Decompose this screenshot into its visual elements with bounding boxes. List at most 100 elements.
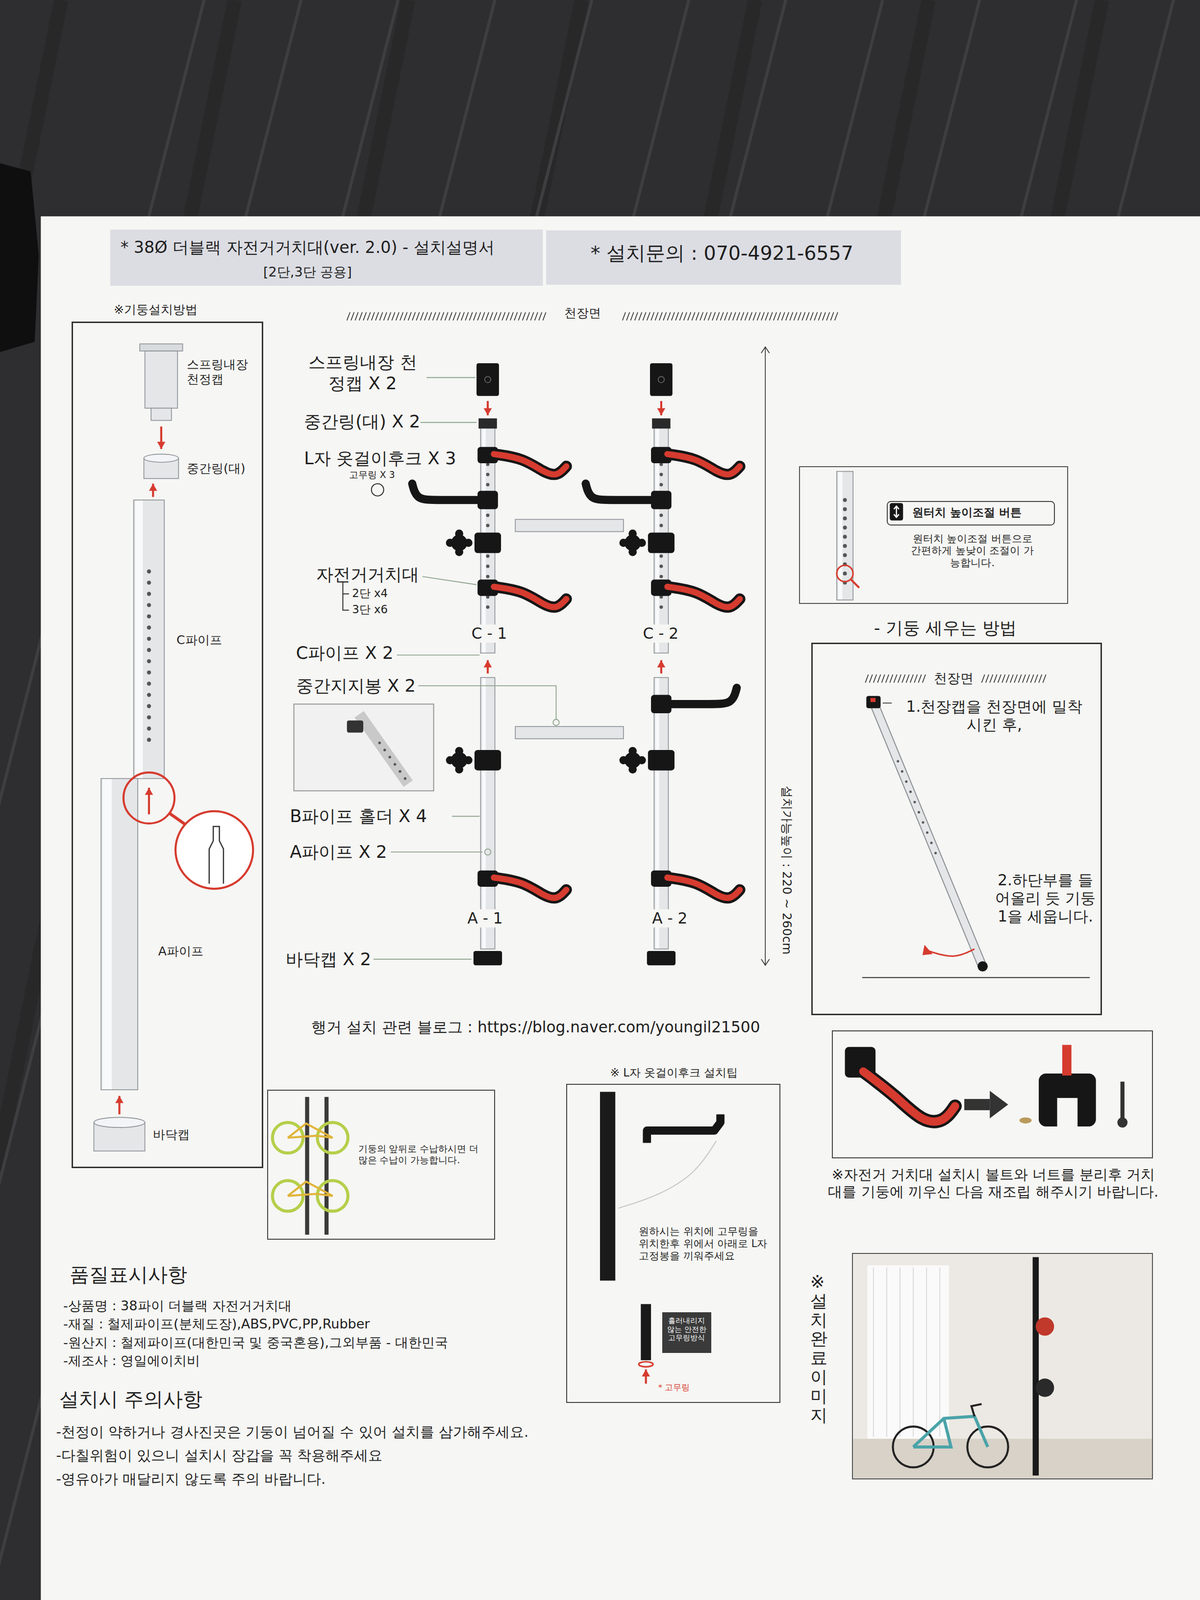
- bolt-head: [1117, 1117, 1128, 1128]
- ceiling-cap: [476, 363, 500, 397]
- pipe-code: C - 2: [642, 624, 679, 643]
- middle-ring: [478, 418, 497, 429]
- pipe-hole: [659, 472, 663, 476]
- ceiling-hatch: [489, 312, 493, 321]
- ceiling-hatch: [752, 312, 756, 321]
- ceiling-hatch: [712, 312, 716, 321]
- part-label: 자전거거치대: [316, 564, 420, 585]
- ceiling-hatch: [785, 312, 789, 321]
- pipe-hole: [147, 692, 151, 697]
- dimension-tick: [761, 347, 770, 353]
- ceiling-hatch: [498, 312, 501, 321]
- note-box: 흘러내리지 않는 안전한 고무링방식: [662, 1312, 712, 1353]
- box-heading: ※설치 완료 이미지: [810, 1272, 828, 1425]
- part-label: L자 옷걸이후크 X 3: [303, 448, 456, 469]
- ceiling-hatch: [998, 674, 1001, 683]
- section-heading: 품질표시사항: [69, 1263, 188, 1287]
- spec-line: -재질 : 철제파이프(분체도장),ABS,PVC,PP,Rubber: [63, 1316, 370, 1332]
- ceiling-hatch: [826, 312, 830, 321]
- ceiling-hatch: [1005, 674, 1009, 683]
- ceiling-hatch: [728, 312, 732, 321]
- helmet: [1035, 1317, 1054, 1336]
- bike-hook: [494, 586, 567, 608]
- floor-cap: [647, 950, 676, 966]
- part-label: 고무링 X 3: [349, 469, 396, 481]
- inset-pipe: [359, 714, 409, 784]
- photo-pole: [304, 1097, 309, 1235]
- bike-hook: [494, 877, 567, 899]
- pipe-hole: [486, 575, 490, 579]
- bike-hook: [494, 453, 567, 475]
- quantity-label: 2단 x4: [351, 586, 388, 600]
- ceiling-hatch: [510, 312, 514, 321]
- pipe-hole: [147, 602, 151, 607]
- ceiling-hatch: [534, 312, 538, 321]
- icon-arrow: [894, 514, 900, 518]
- dark-object: [0, 163, 39, 352]
- pipe-hole: [659, 575, 663, 579]
- spec-line: -상품명 : 38파이 더블랙 자전거거치대: [63, 1298, 292, 1314]
- pipe-hole: [147, 659, 151, 664]
- icon-arrow: [894, 505, 900, 509]
- spec-line: -제조사 : 영일에이치비: [63, 1352, 200, 1369]
- ceiling-hatch: [740, 312, 744, 321]
- pipe: [480, 677, 495, 950]
- pipe-hole: [934, 851, 937, 855]
- ceiling-hatch: [542, 312, 546, 321]
- ceiling-label: 천장면: [564, 305, 601, 321]
- bolt: [1120, 1081, 1125, 1121]
- ceiling-hatch: [1030, 674, 1034, 683]
- bracket: [342, 593, 349, 595]
- magnifier-handle: [169, 813, 187, 826]
- ceiling-hatch: [814, 312, 818, 321]
- contact-band: * 설치문의 : 070-4921-6557: [546, 230, 901, 285]
- dimension-line: [764, 347, 766, 966]
- rubber-ring: [638, 1361, 653, 1367]
- ceiling-hatch: [822, 312, 826, 321]
- box-text: 기둥의 앞뒤로 수납하시면 더 많은 수납이 가능합니다.: [358, 1143, 492, 1166]
- part-label: 중간링(대): [186, 461, 246, 476]
- knob-lobe: [628, 747, 637, 756]
- ceiling-hatch: [789, 312, 793, 321]
- middle-bar: [515, 519, 624, 532]
- arrow-head: [483, 660, 493, 668]
- leader-dot: [484, 849, 491, 855]
- ceiling-hatch: [501, 312, 505, 321]
- knob-lobe: [628, 548, 637, 557]
- rubber-ring: [371, 483, 384, 497]
- ceiling-hatch: [400, 312, 403, 321]
- pipe-hole: [147, 703, 151, 708]
- room-photo: [852, 1253, 1152, 1479]
- box-text: 흘러내리지 않는 안전한 고무링방식: [665, 1316, 708, 1342]
- ceiling-hatch: [765, 312, 769, 321]
- dimension-label: 설치가능높이 : 220 ~ 260cm: [779, 785, 795, 955]
- part-label: 스프링내장 천정캡: [186, 357, 257, 387]
- pipe-holder: [648, 750, 675, 771]
- subtitle: [2단,3단 공용]: [263, 264, 352, 280]
- part-label: 중간지지봉 X 2: [296, 675, 416, 697]
- bike-hook: [667, 877, 740, 899]
- window: [867, 1265, 950, 1439]
- ceiling-hatch: [985, 674, 989, 683]
- ceiling-hatch: [424, 312, 428, 321]
- knob-lobe: [619, 755, 628, 765]
- bracket-post: [1062, 1045, 1072, 1076]
- caution-line: -영유아가 매달리지 않도록 주의 바랍니다.: [55, 1470, 326, 1488]
- ceiling-hatch: [469, 312, 473, 321]
- nut: [1019, 1117, 1032, 1124]
- pipe-holder: [648, 532, 675, 554]
- ceiling-label: 천장면: [933, 670, 974, 687]
- ceiling-hatch: [412, 312, 416, 321]
- cap-hole: [484, 376, 491, 383]
- leader-line: [422, 576, 477, 585]
- room-floor: [852, 1438, 1152, 1479]
- helmet: [1035, 1378, 1054, 1397]
- part-label: 바닥캡: [152, 1127, 190, 1143]
- bracket-box: ※자전거 거치대 설치시 볼트와 너트를 분리후 거치대를 기둥에 끼우신 다음…: [831, 1030, 1154, 1158]
- ceiling-hatch: [485, 312, 489, 321]
- pipe-hole: [486, 554, 490, 558]
- part-label: * 고무링: [658, 1382, 691, 1393]
- pipe-end-detail: [209, 826, 224, 884]
- ceiling-hatch: [367, 312, 371, 321]
- pipe-hole: [659, 564, 663, 569]
